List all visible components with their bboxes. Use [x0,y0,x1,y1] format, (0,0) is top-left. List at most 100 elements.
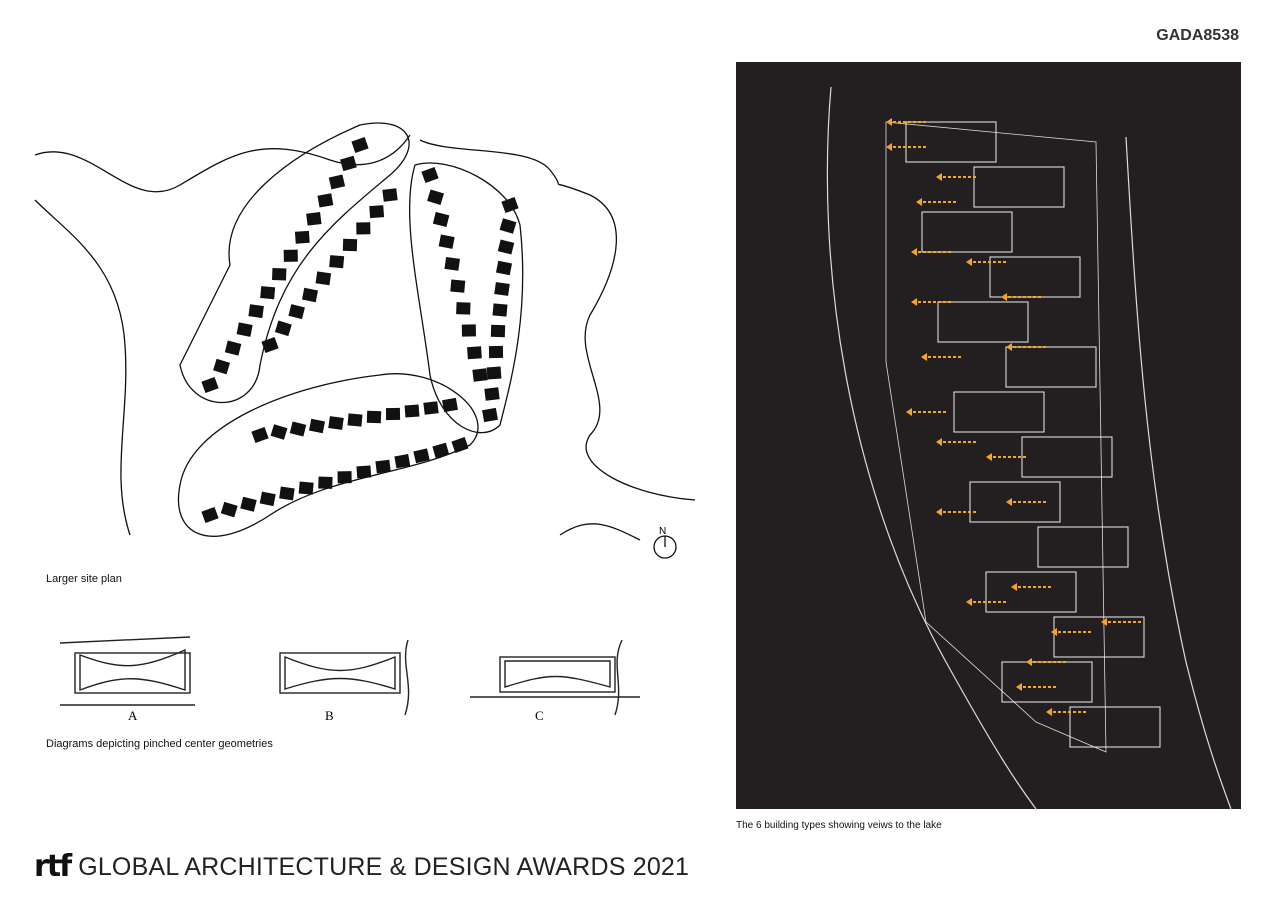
house-footprint [272,267,287,281]
view-arrow-head [906,408,912,416]
house-footprint [492,303,508,317]
house-footprint [404,404,420,418]
house-footprint [351,137,369,153]
house-footprint [432,211,450,227]
house-footprint [270,424,288,440]
house-footprint [421,166,439,184]
house-footprint [240,496,257,512]
view-arrow-head [1051,628,1057,636]
building-plan-outline [969,481,1061,523]
house-footprint [488,345,504,359]
house-footprint [301,287,319,303]
sketch-label-b: B [325,708,334,723]
view-arrow-head [1016,683,1022,691]
house-footprint [499,218,517,234]
building-plan-outline [1021,436,1113,478]
view-arrow-head [1006,498,1012,506]
house-footprint [306,212,322,226]
house-footprint [288,304,305,320]
project-code: GADA8538 [1156,27,1239,44]
house-footprint [423,401,439,415]
house-footprint [289,421,307,437]
house-footprint [456,302,471,315]
house-footprint [340,155,357,172]
view-arrow-head [921,353,927,361]
house-footprint [201,506,219,524]
building-plan-outline [985,571,1077,613]
house-footprint [283,249,298,262]
house-footprint [366,410,382,424]
house-footprint [356,465,372,479]
house-footprint [451,437,469,453]
terrain-line [419,139,696,501]
house-footprint [317,193,334,208]
house-footprint [260,286,276,300]
terrain-line [34,199,131,536]
house-footprint [394,454,411,469]
building-types-caption: The 6 building types showing veiws to th… [736,820,942,831]
view-arrow-head [1101,618,1107,626]
sketch-b [279,652,401,694]
house-footprint [274,320,292,337]
building-plan-outline [905,121,997,163]
house-footprint [382,188,398,202]
diagrams-caption: Diagrams depicting pinched center geomet… [46,738,273,750]
pinched-geometry-sketches: A B C [60,636,640,723]
house-footprint [497,239,515,255]
view-arrow-head [911,248,917,256]
house-footprint [486,366,502,380]
site-loop [408,162,524,434]
house-footprint [259,491,276,507]
building-plan-outline [1053,616,1145,658]
building-plan-outline [937,301,1029,343]
lake-edge [1125,136,1232,810]
lake-edge [826,86,1037,810]
house-footprint [318,476,333,489]
house-footprint [308,418,326,434]
house-footprint [427,189,445,206]
house-footprint [328,174,346,190]
view-arrow-head [916,198,922,206]
house-footprint [495,260,513,276]
view-arrow-head [886,143,892,151]
terrain-line [34,134,411,193]
house-footprint [467,346,482,360]
house-footprint [442,397,458,413]
house-footprint [248,304,264,319]
north-label: N [659,526,666,537]
view-arrow-head [1046,708,1052,716]
house-footprint [328,416,344,430]
building-plan-outline [1005,346,1097,388]
house-footprint [337,471,352,484]
house-footprint [329,255,345,269]
building-types-plan [736,62,1241,810]
house-footprint [494,282,510,296]
house-footprint [461,324,476,337]
building-plan-outline [1069,706,1161,748]
house-footprint [251,426,269,444]
view-arrow-head [911,298,917,306]
view-arrow-head [1026,658,1032,666]
house-footprint [261,336,279,354]
house-footprint [501,196,519,214]
house-footprint [224,340,242,356]
building-plan-outline [921,211,1013,253]
house-footprint [279,486,295,501]
view-arrow-head [936,508,942,516]
view-arrow-head [936,438,942,446]
house-footprint [213,358,230,375]
site-loop [177,373,479,537]
sketch-label-c: C [535,708,544,723]
house-footprint [444,256,460,271]
sketch-c [499,656,616,693]
sketch-a [74,652,191,694]
house-footprint [315,271,332,286]
view-arrow-head [1011,583,1017,591]
view-arrow-head [1006,343,1012,351]
house-footprint [472,368,488,382]
view-arrow-head [936,173,942,181]
building-plan-outline [1037,526,1129,568]
view-arrow-head [966,258,972,266]
site-plan: N [34,122,696,559]
house-footprint [347,413,363,427]
